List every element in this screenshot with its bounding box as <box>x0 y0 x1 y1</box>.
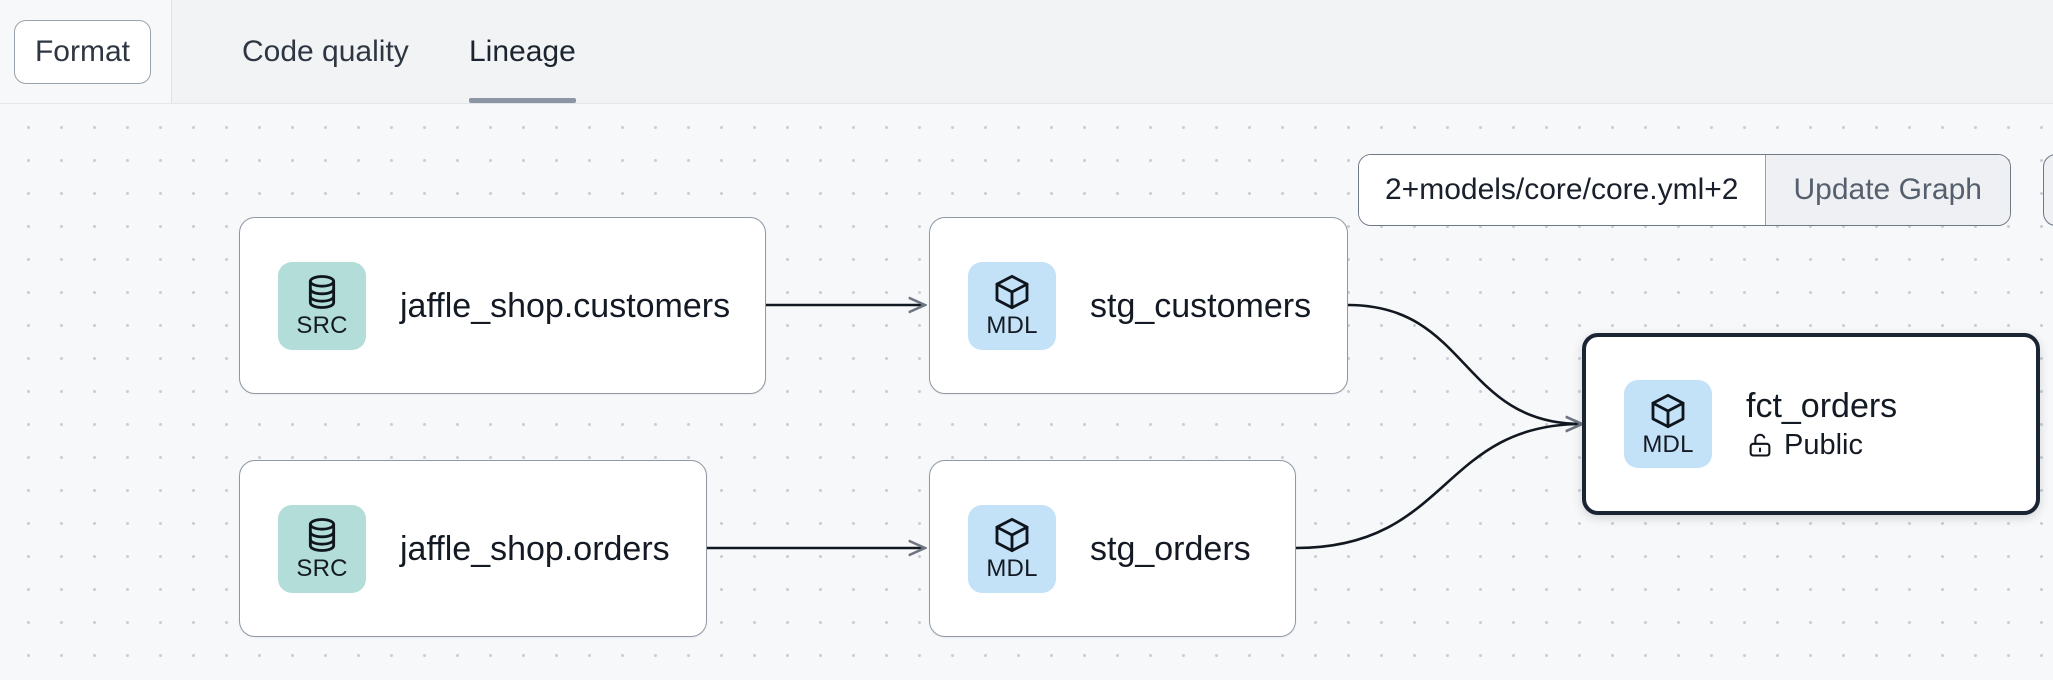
node-access-label: Public <box>1784 429 1863 461</box>
node-title: stg_orders <box>1090 529 1251 568</box>
tab-code-quality[interactable]: Code quality <box>242 0 409 103</box>
node-badge-label: SRC <box>296 555 348 582</box>
node-badge-mdl: MDL <box>968 261 1056 350</box>
tab-lineage-label: Lineage <box>469 35 576 68</box>
node-access-badge: Public <box>1746 428 1897 462</box>
edge-stg-orders-to-fct-orders <box>1295 424 1582 550</box>
cube-icon <box>995 517 1029 553</box>
cube-icon <box>1651 393 1685 428</box>
node-text-block: fct_orders Public <box>1746 386 1897 462</box>
node-text-block: stg_customers <box>1090 286 1311 326</box>
node-badge-label: MDL <box>986 555 1038 582</box>
toolbar-left-pane: Format <box>0 0 172 103</box>
tab-lineage[interactable]: Lineage <box>469 0 576 103</box>
graph-control-overflow-partial[interactable] <box>2043 154 2053 226</box>
lineage-node-stg-customers[interactable]: MDL stg_customers <box>929 217 1348 394</box>
lineage-node-stg-orders[interactable]: MDL stg_orders <box>929 460 1296 637</box>
lineage-node-jaffle-shop-orders[interactable]: SRC jaffle_shop.orders <box>239 460 707 637</box>
database-icon <box>308 275 336 309</box>
graph-selector-control: 2+models/core/core.yml+2 Update Graph <box>1358 154 2011 226</box>
format-button[interactable]: Format <box>14 20 151 84</box>
lineage-canvas[interactable]: SRC jaffle_shop.customers MDL stg_custom… <box>0 104 2053 680</box>
node-badge-src: SRC <box>278 261 366 350</box>
node-title: jaffle_shop.customers <box>400 286 731 325</box>
node-text-block: jaffle_shop.orders <box>400 529 670 569</box>
node-title: fct_orders <box>1746 387 1898 425</box>
node-title: stg_customers <box>1090 286 1312 325</box>
node-badge-mdl: MDL <box>968 504 1056 593</box>
node-badge-label: SRC <box>296 312 348 339</box>
lineage-node-jaffle-shop-customers[interactable]: SRC jaffle_shop.customers <box>239 217 766 394</box>
update-graph-button[interactable]: Update Graph <box>1764 155 2010 225</box>
node-badge-mdl: MDL <box>1624 380 1712 468</box>
node-text-block: stg_orders <box>1090 529 1251 569</box>
node-title: jaffle_shop.orders <box>400 529 670 568</box>
cube-icon <box>995 274 1029 310</box>
unlock-icon <box>1749 433 1771 457</box>
lineage-node-fct-orders[interactable]: MDL fct_orders Public <box>1582 333 2040 515</box>
editor-toolbar: Format Code quality Lineage <box>0 0 2053 104</box>
edge-stg-customers-to-fct-orders <box>1347 303 1582 424</box>
tab-active-underline <box>469 98 576 103</box>
database-icon <box>308 518 336 552</box>
node-badge-label: MDL <box>986 312 1038 339</box>
graph-selector-input[interactable]: 2+models/core/core.yml+2 <box>1359 155 1765 225</box>
node-text-block: jaffle_shop.customers <box>400 286 730 326</box>
node-badge-src: SRC <box>278 504 366 593</box>
tab-code-quality-label: Code quality <box>242 35 409 68</box>
node-badge-label: MDL <box>1642 430 1694 458</box>
